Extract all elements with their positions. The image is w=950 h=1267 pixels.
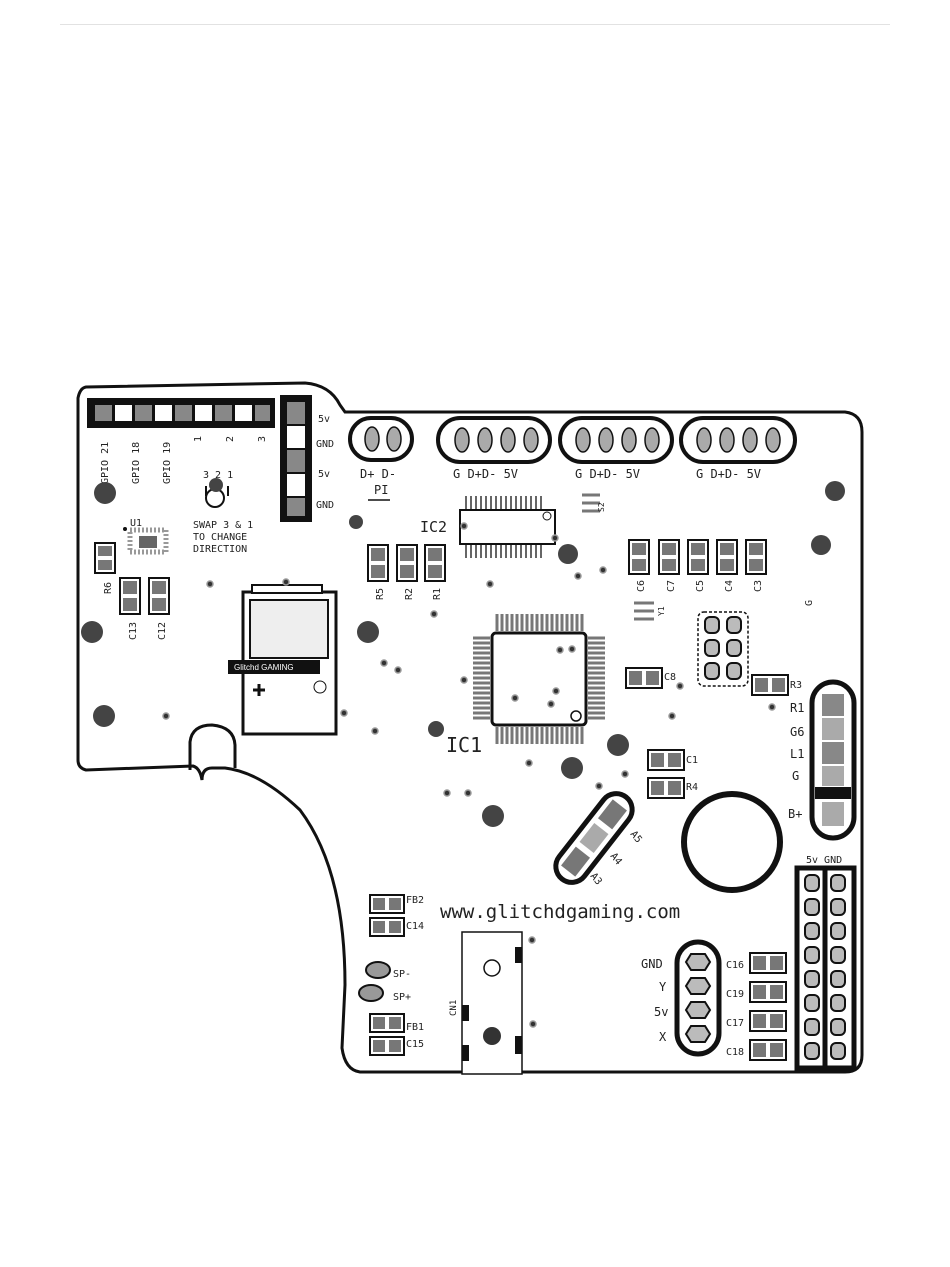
- r6: R6: [94, 542, 116, 594]
- battery-label: B+: [788, 807, 802, 821]
- swap-note: DIRECTION: [193, 544, 247, 555]
- svg-text:G D+D- 5V: G D+D- 5V: [575, 467, 640, 481]
- logo-text: Glitchd GAMING: [234, 663, 294, 672]
- coin-cell: [681, 791, 783, 893]
- bl-label: SP+: [393, 992, 411, 1003]
- gpio-label: GPIO 18: [131, 442, 142, 484]
- diag-label: A3: [588, 871, 604, 887]
- c13-label: C13: [128, 622, 139, 640]
- diag-header: [553, 791, 635, 885]
- battery-label: G: [792, 769, 799, 783]
- y1-label: Y1: [657, 606, 666, 616]
- c8-label: C8: [664, 672, 676, 683]
- ic2-label: IC2: [420, 518, 447, 536]
- ic1-label: IC1: [446, 733, 482, 757]
- url-text: www.glitchdgaming.com: [440, 901, 680, 923]
- board-outline: [76, 381, 864, 1074]
- battery-label: L1: [790, 747, 804, 761]
- cap-right-label: C16: [726, 960, 744, 971]
- battery-label: R1: [790, 701, 804, 715]
- r3-label: R3: [790, 680, 802, 691]
- swap-note: TO CHANGE: [193, 532, 247, 543]
- battery-header: R1 G6 L1 G B+: [788, 679, 857, 841]
- power-bus: 5v GND: [794, 855, 857, 1071]
- gpio-label: GPIO 21: [100, 442, 111, 484]
- resistor-label: R5: [375, 588, 386, 600]
- joystick-label: GND: [641, 957, 663, 971]
- cap-label: C4: [724, 580, 735, 592]
- ic1: IC1: [446, 614, 605, 757]
- svg-text:G D+D- 5V: G D+D- 5V: [453, 467, 518, 481]
- gpio-label: GPIO 19: [162, 442, 173, 484]
- usb-header-4: G D+D- 5V: [679, 416, 797, 481]
- power-label: 5v: [318, 469, 330, 480]
- bl-label: C15: [406, 1039, 424, 1050]
- power-label: 5v: [318, 414, 330, 425]
- cn1-label: CN1: [449, 1000, 459, 1016]
- switch-pins: 3 2 1: [203, 470, 233, 481]
- bl-label: FB1: [406, 1022, 424, 1033]
- swap-note: SWAP 3 & 1: [193, 520, 253, 531]
- usb-pi-sub: PI: [374, 483, 388, 497]
- gpio-label: 3: [257, 436, 268, 442]
- gpio-label: 1: [193, 436, 204, 442]
- battery-label: G6: [790, 725, 804, 739]
- usb-header-3: G D+D- 5V: [558, 416, 674, 481]
- diag-label: A4: [608, 851, 624, 867]
- resistor-label: R1: [432, 588, 443, 600]
- cap-right-label: C17: [726, 1018, 744, 1029]
- cap-label: C3: [753, 580, 764, 592]
- gpio-labels: GPIO 21 GPIO 18 GPIO 19 1 2 3: [100, 436, 268, 484]
- cap-right-label: C18: [726, 1047, 744, 1058]
- joystick-header: GND Y 5v X: [641, 939, 722, 1057]
- joystick-label: X: [659, 1030, 667, 1044]
- joystick-label: 5v: [654, 1005, 668, 1019]
- cap-label: C6: [636, 580, 647, 592]
- logo-block: Glitchd GAMING: [228, 584, 338, 736]
- s2-label: S2: [597, 502, 606, 512]
- bl-label: FB2: [406, 895, 424, 906]
- svg-text:R6: R6: [103, 582, 114, 594]
- r4-label: R4: [686, 782, 698, 793]
- g-mark: G: [804, 600, 815, 606]
- jack: CN1: [449, 931, 523, 1075]
- resistor-label: R2: [404, 588, 415, 600]
- cap-label: C5: [695, 580, 706, 592]
- joystick-label: Y: [659, 980, 667, 994]
- ic2: IC2: [420, 496, 556, 558]
- power-label: GND: [316, 439, 334, 450]
- bl-label: C14: [406, 921, 424, 932]
- c12-label: C12: [157, 622, 168, 640]
- gpio-label: 2: [225, 436, 236, 442]
- svg-text:5v GND: 5v GND: [806, 855, 842, 866]
- usb-header-2: G D+D- 5V: [436, 416, 552, 481]
- power-label: GND: [316, 500, 334, 511]
- page-divider: [60, 24, 890, 25]
- isp-header: [697, 611, 749, 687]
- svg-text:G D+D- 5V: G D+D- 5V: [696, 467, 761, 481]
- u1-label: U1: [130, 518, 142, 529]
- c1-label: C1: [686, 755, 698, 766]
- diag-label: A5: [628, 829, 644, 845]
- cap-label: C7: [666, 580, 677, 592]
- bl-label: SP-: [393, 969, 411, 980]
- usb-pi-label: D+ D-: [360, 467, 396, 481]
- cap-right-label: C19: [726, 989, 744, 1000]
